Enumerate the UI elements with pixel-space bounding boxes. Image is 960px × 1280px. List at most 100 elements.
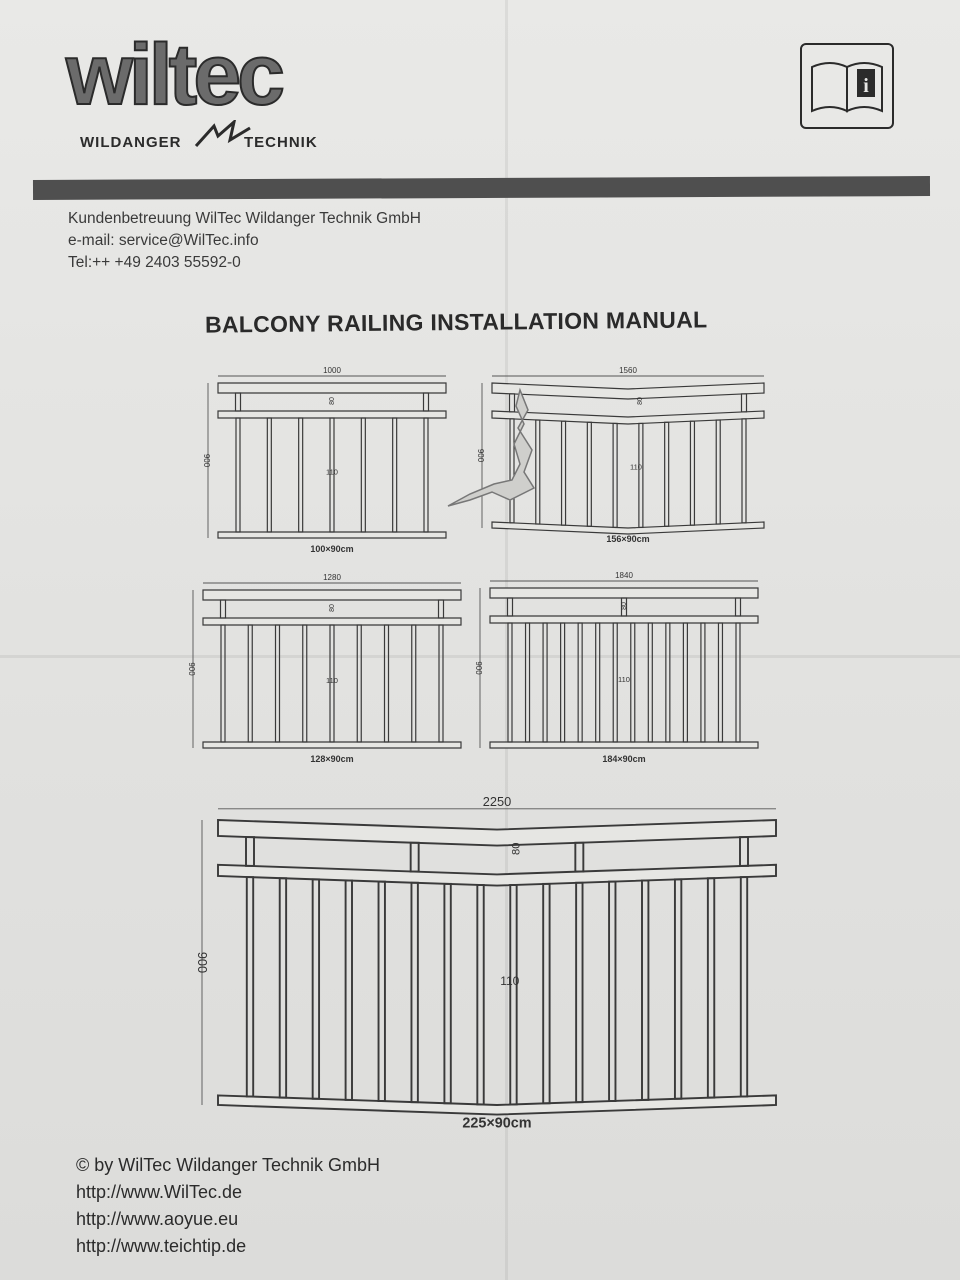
website-link-wiltec[interactable]: http://www.WilTec.de — [76, 1182, 243, 1202]
railing-bar — [700, 622, 706, 743]
railing-bar — [524, 622, 531, 743]
railing-bar — [274, 624, 281, 743]
read-manual-icon: i — [800, 43, 894, 129]
bottom-rail — [217, 531, 447, 539]
railing-bar — [278, 877, 288, 1099]
railing-bar — [410, 881, 419, 1104]
railing-bar — [509, 418, 515, 524]
upper-post — [574, 841, 585, 873]
company-name: Kundenbetreuung WilTec Wildanger Technik… — [68, 210, 421, 227]
railing-bar — [245, 876, 255, 1098]
diagram-caption: 128×90cm — [310, 754, 353, 764]
upper-post — [508, 393, 516, 413]
upper-post — [740, 393, 748, 413]
railing-bar — [356, 624, 362, 743]
wiltec-logo: wiltec WILDANGER TECHNIK — [65, 29, 328, 155]
upper-post — [234, 392, 242, 412]
railing-bar — [329, 417, 335, 533]
railing-bar — [682, 622, 688, 743]
bottom-rail — [217, 1094, 777, 1116]
railing-bar — [665, 622, 671, 743]
railing-bar — [438, 624, 444, 743]
middle-rail — [491, 410, 765, 425]
logo-right-text: TECHNIK — [244, 134, 318, 151]
paper-tear — [447, 387, 536, 507]
width-label: 1840 — [615, 571, 633, 580]
railing-bar — [638, 422, 644, 529]
railing-bar — [641, 879, 650, 1101]
railing-bar — [247, 624, 253, 743]
railing-bar — [630, 622, 636, 743]
top-rail — [491, 382, 765, 400]
top-rail — [217, 382, 447, 394]
contact-block: Kundenbetreuung WilTec Wildanger Technik… — [68, 208, 421, 274]
width-label: 1560 — [619, 366, 637, 375]
height-label: 900 — [202, 454, 211, 468]
railing-bar — [302, 624, 308, 743]
website-link-aoyue[interactable]: http://www.aoyue.eu — [76, 1209, 239, 1229]
railing-bar — [575, 881, 584, 1104]
logo-left-text: WILDANGER — [80, 134, 182, 151]
middle-rail — [202, 617, 462, 626]
railing-bar — [560, 622, 566, 743]
upper-post — [437, 599, 445, 619]
railing-bar — [423, 417, 429, 533]
railing-bar — [476, 884, 485, 1106]
gap-label: 80 — [621, 602, 628, 610]
upper-post — [219, 599, 227, 619]
gap-label: 80 — [329, 604, 336, 612]
railing-bar — [689, 420, 696, 526]
upper-post — [734, 597, 742, 617]
spacing-label: 110 — [618, 675, 630, 684]
width-label: 1000 — [323, 366, 341, 375]
website-link-teichtip[interactable]: http://www.teichtip.de — [76, 1236, 247, 1256]
railing-bar — [509, 884, 518, 1106]
railing-bar — [298, 417, 304, 533]
height-label: 900 — [476, 449, 485, 463]
railing-bar — [741, 418, 747, 524]
upper-post — [422, 392, 430, 412]
height-label: 900 — [195, 952, 210, 973]
top-rail — [489, 587, 759, 599]
width-label: 2250 — [483, 794, 511, 809]
railing-bar — [595, 622, 601, 743]
railing-bar — [586, 421, 592, 527]
spacing-label: 110 — [326, 468, 338, 477]
middle-rail — [217, 863, 777, 887]
upper-post — [409, 841, 420, 873]
contact-email: e-mail: service@WilTec.info — [68, 232, 259, 249]
railing-bar — [392, 417, 398, 533]
spacing-label: 110 — [326, 676, 338, 685]
railing-bar — [311, 878, 321, 1100]
copyright-text: © by WilTec Wildanger Technik GmbH — [76, 1155, 381, 1175]
height-label: 900 — [187, 662, 196, 676]
info-icon: i — [863, 75, 869, 97]
diagram-caption: 100×90cm — [310, 544, 353, 554]
bottom-rail — [491, 521, 765, 535]
railing-bar — [577, 622, 583, 743]
railing-bar — [673, 878, 683, 1100]
railing-bar — [535, 419, 541, 525]
railing-bar — [266, 417, 272, 533]
railing-bar — [647, 622, 653, 743]
bottom-rail — [489, 741, 759, 749]
railing-bar — [360, 417, 366, 533]
upper-post — [245, 836, 255, 867]
railing-bar — [612, 622, 618, 743]
gap-label: 80 — [637, 397, 644, 405]
diagram-caption: 184×90cm — [602, 754, 645, 764]
height-label: 900 — [474, 661, 483, 675]
railing-bar — [735, 622, 741, 743]
top-rail — [217, 819, 777, 847]
upper-post — [739, 836, 749, 867]
lightning-bolt-icon — [194, 120, 251, 148]
railing-bar — [329, 624, 335, 743]
paper-fold-vertical — [505, 0, 508, 1280]
upper-post — [506, 597, 514, 617]
railing-diagram-4: 1840 900 80 110 184×90cm — [474, 571, 759, 764]
railing-bar — [411, 624, 417, 743]
